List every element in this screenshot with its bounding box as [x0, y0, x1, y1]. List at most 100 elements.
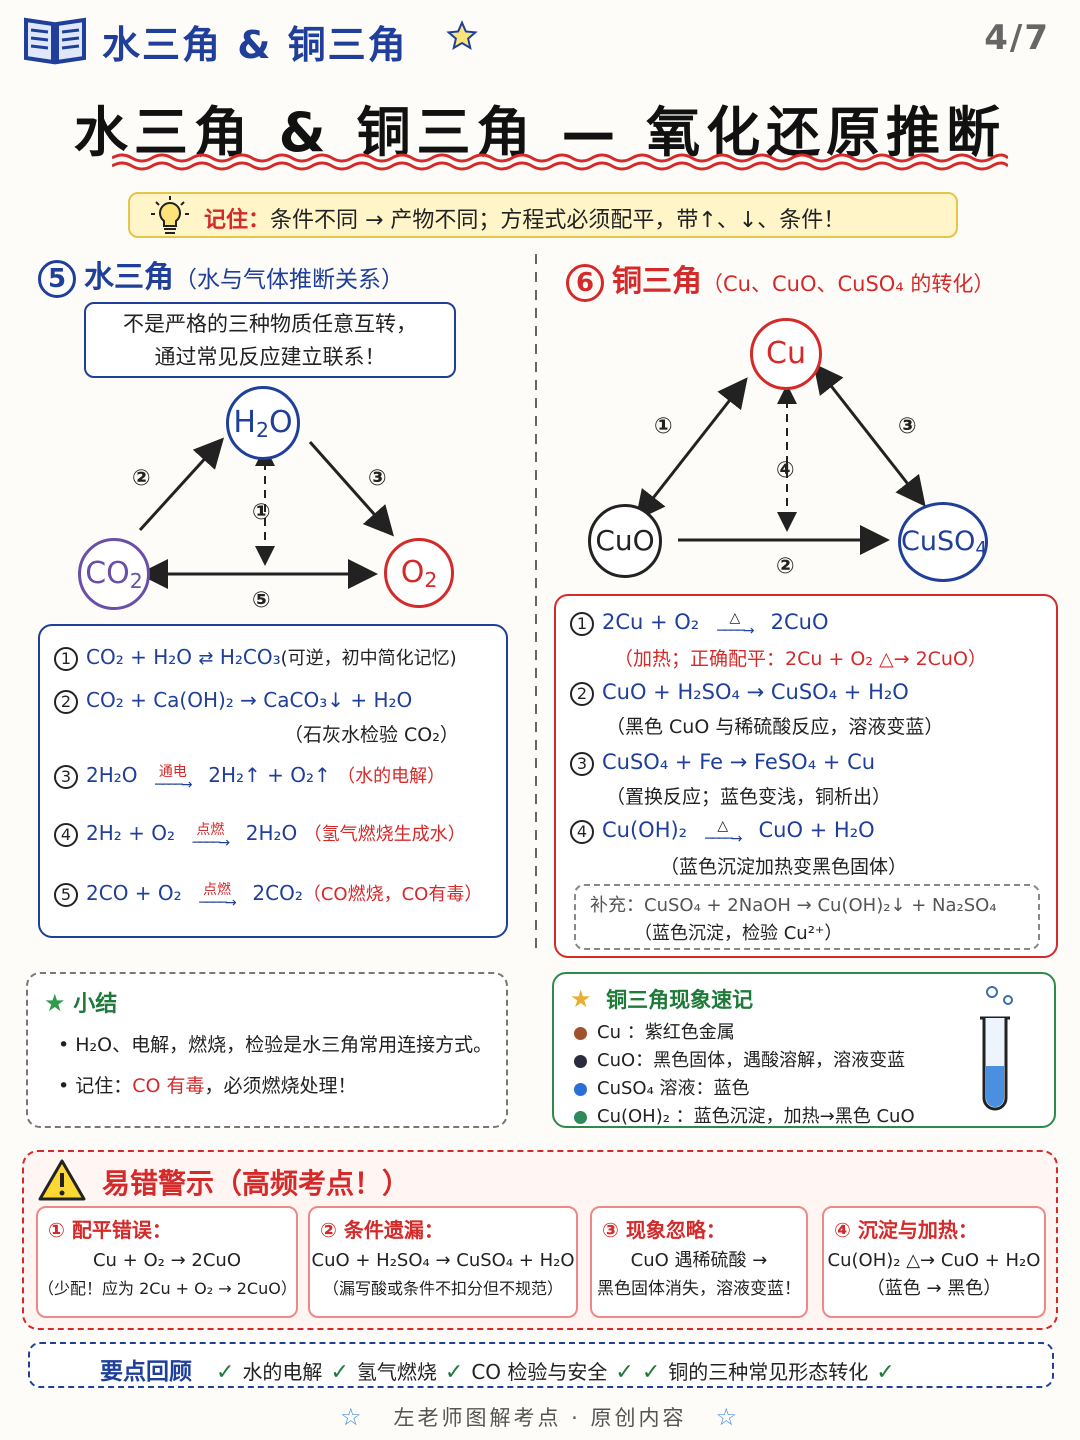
bullet-dot — [574, 1026, 587, 1040]
reversible-arrow-icon: ⇄ — [198, 648, 214, 669]
phenomena-box: ★ 铜三角现象速记 Cu ：紫红色金属 CuO：黑色固体，遇酸溶解，溶液变蓝 C… — [552, 972, 1056, 1128]
condition-label: △ — [717, 818, 729, 834]
arrow-num: ③ — [368, 466, 387, 491]
water-eq-2: 2 CO₂ + Ca(OH)₂ → CaCO₃↓ + H₂O — [54, 688, 412, 714]
warning-title: 易错警示（高频考点！） — [102, 1167, 411, 1200]
review-item: CO 检验与安全 — [471, 1360, 608, 1384]
eq-note: （水的电解） — [337, 766, 446, 787]
lightbulb-icon — [151, 196, 189, 234]
copper-title: 铜三角 — [612, 264, 702, 299]
warning-card-2: ② 条件遗漏： CuO + H₂SO₄ → CuSO₄ + H₂O （漏写酸或条… — [308, 1206, 578, 1318]
condition-label: 通电 — [158, 763, 187, 780]
review-bar: 要点回顾✓水的电解✓氢气燃烧✓CO 检验与安全✓✓铜的三种常见形态转化✓ — [28, 1342, 1054, 1388]
phenomena-item-text: Cu(OH)₂ ：蓝色沉淀，加热→黑色 CuO — [597, 1106, 915, 1127]
warning-card-line: CuO 遇稀硫酸 → — [630, 1250, 768, 1271]
condition-label: 点燃 — [203, 881, 232, 898]
arrow-icon: ────→ — [199, 894, 236, 911]
warning-card-4: ④ 沉淀与加热： Cu(OH)₂ △→ CuO + H₂O （蓝色 → 黑色） — [822, 1206, 1046, 1318]
bullet-dot — [574, 1110, 587, 1124]
arrow-icon: ────→ — [717, 623, 754, 639]
warning-card-line: CuO + H₂SO₄ → CuSO₄ + H₂O — [311, 1250, 575, 1271]
check-icon: ✓ — [444, 1360, 464, 1385]
arrow-icon: ────→ — [705, 831, 742, 847]
check-icon: ✓ — [641, 1360, 661, 1385]
review-item: 铜的三种常见形态转化 — [668, 1360, 869, 1384]
warning-card-heading: ④ 沉淀与加热： — [834, 1218, 978, 1242]
eq-rhs: 2CuO — [770, 610, 829, 634]
warning-card-1: ① 配平错误： Cu + O₂ → 2CuO （少配！应为 2Cu + O₂ →… — [36, 1206, 298, 1318]
copper-eq-2-note: （黑色 CuO 与稀硫酸反应，溶液变蓝） — [606, 716, 944, 738]
eq-number: 3 — [54, 765, 78, 789]
eq-lhs: 2H₂O — [86, 763, 138, 787]
condition-label: 点燃 — [196, 821, 225, 838]
condition-arrow: 点燃────→ — [188, 881, 246, 911]
warning-box: 易错警示（高频考点！） ① 配平错误： Cu + O₂ → 2CuO （少配！应… — [22, 1150, 1058, 1330]
copper-eq-3-note: （置换反应；蓝色变浅，铜析出） — [606, 786, 892, 808]
phenomena-item: Cu(OH)₂ ：蓝色沉淀，加热→黑色 CuO — [574, 1104, 1054, 1130]
summary-item-1: • H₂O、电解，燃烧，检验是水三角常用连接方式。 — [58, 1034, 493, 1056]
node-cuo: CuO — [588, 504, 662, 578]
condition-arrow: 通电────→ — [144, 763, 202, 793]
footer-text: 左老师图解考点 · 原创内容 — [393, 1406, 687, 1430]
star-icon — [446, 20, 478, 51]
summary-box: ★ 小结 • H₂O、电解，燃烧，检验是水三角常用连接方式。 • 记住：CO 有… — [26, 972, 508, 1128]
phenomena-item-text: CuO：黑色固体，遇酸溶解，溶液变蓝 — [597, 1050, 906, 1071]
water-triangle-arrows — [138, 437, 394, 589]
condition-arrow: △────→ — [694, 818, 752, 847]
warning-card-line: Cu + O₂ → 2CuO — [92, 1250, 241, 1271]
node-h2o-o: O — [268, 405, 293, 440]
condition-arrow: 点燃────→ — [181, 821, 239, 851]
star-outline-icon: ☆ — [715, 1403, 741, 1431]
supplement-box: 补充：CuSO₄ + 2NaOH → Cu(OH)₂↓ + Na₂SO₄ （蓝色… — [574, 884, 1040, 950]
star-icon: ★ — [570, 985, 592, 1013]
node-cu: Cu — [750, 318, 822, 390]
node-h2o-h: H — [233, 405, 256, 440]
remember-text: 条件不同 → 产物不同；方程式必须配平，带↑、↓、条件！ — [270, 208, 846, 233]
check-icon: ✓ — [615, 1360, 634, 1385]
eq-number: 3 — [570, 752, 594, 776]
node-co2: CO2 — [78, 538, 150, 610]
eq-text: CO₂ + Ca(OH)₂ → CaCO₃↓ + H₂O — [86, 688, 413, 712]
eq-lhs: Cu(OH)₂ — [602, 818, 688, 842]
column-divider — [535, 254, 537, 954]
node-o2: O2 — [384, 538, 454, 608]
eq-number: 2 — [570, 682, 594, 706]
intro-line-2: 通过常见反应建立联系！ — [154, 345, 386, 369]
arrow-icon: ────→ — [192, 834, 230, 851]
eq-rhs: H₂CO₃ — [219, 645, 281, 669]
warning-card-line: （少配！应为 2Cu + O₂ → 2CuO） — [38, 1279, 297, 1298]
review-item: 水的电解 — [242, 1360, 323, 1384]
eq-number: 2 — [54, 690, 78, 714]
warning-card-line: Cu(OH)₂ △→ CuO + H₂O — [827, 1250, 1041, 1271]
star-icon: ★ — [44, 989, 66, 1017]
arrow-icon: ────→ — [155, 776, 192, 793]
node-cuso4: CuSO4 — [898, 502, 988, 582]
phenomena-heading: ★ 铜三角现象速记 — [570, 984, 1054, 1014]
condition-label: △ — [729, 610, 741, 626]
phenomena-item: CuO：黑色固体，遇酸溶解，溶液变蓝 — [574, 1048, 1054, 1074]
test-tube-icon — [980, 986, 1013, 1111]
copper-subtitle: （Cu、CuO、CuSO₄ 的转化） — [702, 272, 995, 296]
section-number: 5 — [38, 259, 76, 298]
copper-triangle-arrows — [635, 363, 926, 555]
summary-item-highlight: CO 有毒 — [132, 1075, 205, 1097]
eq-number: 4 — [570, 820, 594, 844]
summary-item-text: ，必须燃烧处理！ — [204, 1075, 357, 1097]
warning-card-heading: ③ 现象忽略： — [602, 1218, 726, 1242]
eq-text: CuO + H₂SO₄ → CuSO₄ + H₂O — [602, 680, 909, 704]
summary-item-2: • 记住：CO 有毒，必须燃烧处理！ — [58, 1075, 357, 1097]
eq-rhs: 2H₂O — [245, 821, 298, 845]
warning-card-line: 黑色固体消失，溶液变蓝！ — [597, 1279, 801, 1299]
warning-card-heading: ② 条件遗漏： — [320, 1218, 444, 1242]
footer: ☆ 左老师图解考点 · 原创内容 ☆ — [0, 1402, 1080, 1432]
node-co2-label: CO — [85, 556, 130, 591]
summary-heading: ★ 小结 — [44, 986, 506, 1018]
warning-card-3: ③ 现象忽略： CuO 遇稀硫酸 → 黑色固体消失，溶液变蓝！ — [590, 1206, 808, 1318]
check-icon: ✓ — [876, 1360, 895, 1385]
